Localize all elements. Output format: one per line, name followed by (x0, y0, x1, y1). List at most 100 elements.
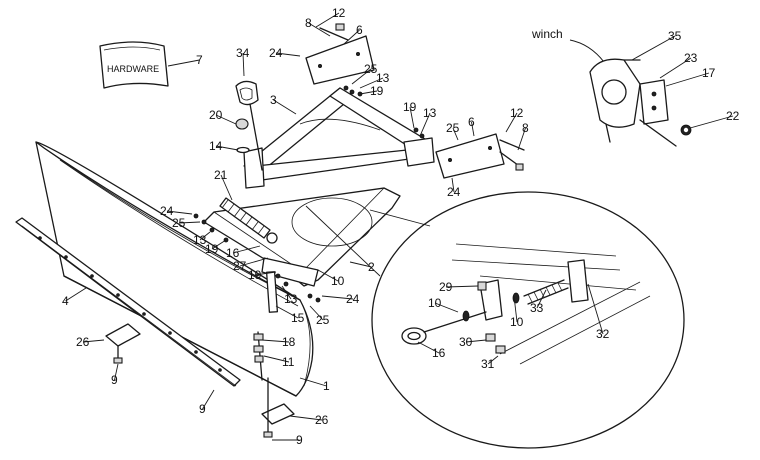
callout-leader (211, 239, 227, 250)
adjuster-rod (253, 331, 264, 381)
callout-26: 26 (289, 413, 329, 427)
callout-24: 24 (447, 177, 461, 199)
callout-10: 10 (317, 269, 345, 288)
callout-7: 7 (167, 53, 203, 67)
callout-leader (309, 305, 324, 321)
callout-22: 22 (689, 109, 740, 129)
callout-number: 19 (403, 100, 417, 114)
callout-number: 8 (305, 16, 312, 30)
callout-number: 24 (269, 46, 283, 60)
callout-number: 25 (364, 62, 378, 76)
callout-34: 34 (236, 46, 250, 77)
callout-number: 20 (209, 108, 223, 122)
callout-leader (452, 127, 459, 141)
callout-number: 26 (76, 335, 90, 349)
callout-number: 15 (291, 311, 305, 325)
callout-leader (275, 52, 301, 57)
callout-25: 25 (351, 62, 378, 85)
callout-number: 19 (370, 84, 384, 98)
callout-leader (513, 295, 518, 323)
callout-3: 3 (270, 93, 297, 115)
callout-leader (665, 72, 710, 87)
callout-leader (273, 99, 297, 115)
callout-leader (308, 22, 331, 37)
callout-leader (289, 415, 323, 421)
callout-leader (317, 269, 339, 282)
callout-13: 13 (359, 71, 390, 89)
callout-leader (434, 302, 459, 313)
callout-13: 13 (193, 231, 211, 247)
callout-10: 10 (510, 295, 524, 329)
callout-8: 8 (305, 16, 331, 37)
callout-24: 24 (160, 204, 193, 218)
callout-number: 21 (214, 168, 228, 182)
winch-bracket (569, 39, 692, 147)
callout-10: 10 (428, 296, 459, 313)
skid-shoe-left (105, 323, 141, 364)
callout-15: 15 (275, 305, 305, 325)
callout-leader (321, 295, 354, 300)
callout-leader (471, 121, 475, 137)
callout-leader (215, 114, 237, 125)
callout-number: 18 (282, 335, 296, 349)
callout-13: 13 (281, 285, 298, 306)
callout-33: 33 (530, 289, 547, 315)
callout-leader (587, 283, 604, 335)
callout-number: 13 (376, 71, 390, 85)
callout-leader (487, 355, 499, 365)
callout-24: 24 (269, 46, 301, 60)
callout-number: 10 (510, 315, 524, 329)
callout-number: 6 (468, 115, 475, 129)
callout-19: 19 (403, 100, 417, 129)
callout-leader (299, 377, 327, 387)
callout-number: 30 (459, 335, 473, 349)
pivot-frame (203, 187, 401, 313)
callout-number: 22 (726, 109, 740, 123)
callout-number: 25 (172, 216, 186, 230)
callout-leader (659, 57, 692, 79)
callout-4: 4 (62, 287, 87, 308)
callout-leader (465, 339, 487, 343)
callout-number: 8 (522, 121, 529, 135)
a-frame (243, 87, 435, 189)
callout-18: 18 (261, 335, 296, 349)
callout-number: 27 (233, 259, 247, 273)
callout-leader (65, 287, 87, 302)
callout-leader (242, 52, 245, 77)
callout-number: 9 (199, 402, 206, 416)
callout-9: 9 (199, 389, 215, 416)
callout-25: 25 (172, 216, 201, 230)
callout-leader (263, 355, 290, 363)
callout-leader (351, 68, 372, 85)
callout-19: 19 (248, 268, 277, 282)
callout-19: 19 (359, 84, 384, 98)
callout-12: 12 (315, 6, 346, 28)
callout-number: 24 (160, 204, 174, 218)
callout-leader (220, 174, 233, 201)
callout-number: 10 (331, 274, 345, 288)
callout-26: 26 (76, 335, 105, 349)
callout-leader (167, 59, 200, 67)
callout-number: 4 (62, 294, 69, 308)
callout-12: 12 (505, 106, 524, 133)
callout-9: 9 (111, 363, 119, 387)
callout-leader (199, 231, 211, 241)
callout-leader (536, 289, 547, 309)
callout-leader (445, 285, 479, 288)
callout-14: 14 (209, 139, 239, 153)
trip-spring (219, 197, 278, 244)
callout-number: 11 (282, 355, 295, 369)
callout-leader (215, 145, 239, 151)
callout-31: 31 (481, 355, 499, 371)
callout-number: 10 (428, 296, 442, 310)
callout-30: 30 (459, 335, 487, 349)
callout-number: 13 (423, 106, 437, 120)
callout-leader (451, 177, 455, 193)
callout-leader (82, 339, 105, 343)
callout-25: 25 (446, 121, 460, 141)
callout-2: 2 (349, 260, 375, 274)
lift-handle (235, 80, 263, 171)
callout-16: 16 (417, 341, 446, 360)
winch-label: winch (531, 27, 563, 41)
callout-number: 25 (446, 121, 460, 135)
